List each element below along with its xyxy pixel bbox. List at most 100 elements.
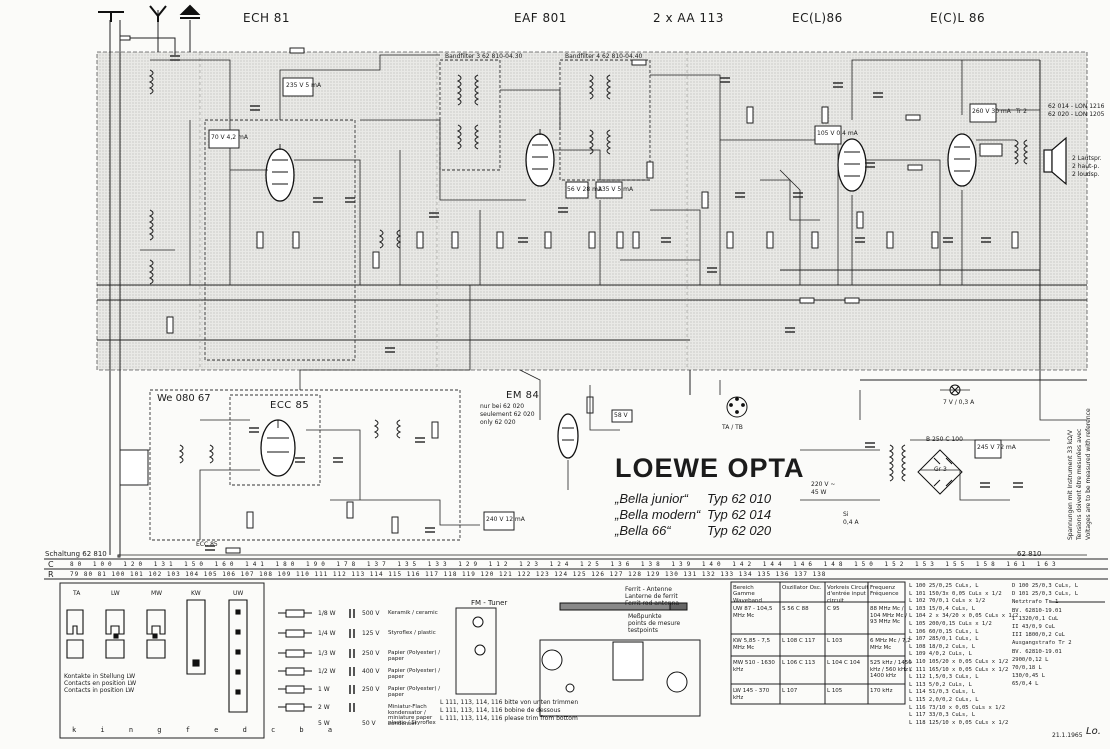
trafo-line-10: 70/0,18 L (1012, 665, 1042, 671)
lamp-label: 7 V / 0,3 A (943, 399, 975, 406)
coil-line-16: L 116 73/10 x 0,05 CuLs x 1/2 (909, 704, 1006, 711)
legend-watt-3: 1/2 W (318, 668, 336, 675)
coil-line-4: L 104 2 x 34/20 x 0,05 CuLs x 1/2 (909, 613, 1019, 620)
voltage-4: 235 V 5 mA (598, 186, 634, 193)
messpunkte-3: testpoints (628, 627, 658, 634)
loudspeakers-1: 2 Lautspr. (1072, 155, 1102, 162)
ferrit-2: Lanterne de ferrit (625, 593, 678, 600)
freq-cell-2-3: 525 kHz / 1450 kHz / 560 kHz / 1400 kHz (870, 660, 912, 680)
side-note-2: Tensions doivent être mesurées avec (1076, 428, 1083, 540)
coil-line-7: L 107 285/0,1 CuLs, L (909, 636, 979, 643)
shaded-chassis-mid (437, 52, 687, 370)
freq-header-3: Frequenz Fréquence (870, 585, 899, 598)
fuse-label: Si (843, 511, 849, 518)
speaker-out-1: 62 014 - LON 1216 (1048, 103, 1105, 110)
tube-ecl86-triode (837, 138, 867, 192)
voltage-7: 245 V 72 mA (977, 444, 1016, 451)
voltage-5: 260 V 30 mA (972, 108, 1011, 115)
freq-cell-1-1: L 108 C 117 (782, 638, 816, 644)
voltage-2: 70 V 4,2 mA (211, 134, 248, 141)
trafo-line-5: II 43/0,9 CuL (1012, 624, 1056, 630)
coil-line-6: L 106 60/0,15 CuLs, L (909, 628, 979, 635)
fm-tuner-label: FM - Tuner (471, 599, 508, 607)
legend-voltage-1: 125 V (362, 630, 380, 637)
ecc85-inline-label: ECC 85 (196, 541, 218, 548)
drawing-date: 21.1.1965 (1052, 732, 1083, 739)
bandfilter4-label: Bandfilter 4 62 810-04.40 (565, 53, 643, 60)
legend-voltage-6: 50 V (362, 720, 376, 727)
trafo-line-1: D 101 25/0,3 CuLs, L (1012, 591, 1079, 598)
freq-cell-3-0: LW 145 - 370 kHz (733, 688, 770, 701)
legend-desc-1: Styroflex / plastic (388, 630, 436, 636)
tube-ecl86-pentode (947, 133, 977, 187)
freq-cell-1-0: KW 5,85 - 7,5 MHz Mc (733, 638, 771, 651)
coil-line-0: L 100 25/0,25 CuLs, L (909, 583, 979, 589)
model-1-name: „Bella junior“ (615, 491, 688, 506)
freq-cell-2-0: MW 510 - 1630 kHz (733, 660, 775, 673)
tube-label-ecc85: ECC 85 (270, 400, 310, 411)
coil-line-8: L 108 18/0,2 CuLs, L (909, 643, 976, 650)
legend-voltage-3: 400 V (362, 668, 380, 675)
tube-em84 (557, 413, 579, 459)
side-note-3: Voltages are to be measured with referen… (1085, 408, 1092, 540)
voltage-9: 240 V 12 mA (486, 516, 525, 523)
tube-label-em84: EM 84 (506, 390, 540, 401)
legend-watt-2: 1/3 W (318, 650, 336, 657)
row-c-numbers: 80 100 120 131 150 160 141 180 190 178 1… (70, 561, 1060, 568)
coil-line-3: L 103 15/0,4 CuLs, L (909, 605, 976, 612)
ferrit-3: Ferrit rod antenna (625, 600, 680, 607)
legend-desc-5: Miniatur-Flach kondensator / miniature p… (388, 704, 433, 727)
switch-letters: k i n g f e d c b a (72, 726, 343, 734)
l111-note-1: L 111, 113, 114, 116 bitte von unten tri… (440, 699, 579, 706)
freq-cell-0-0: UW 87 - 104,5 MHz Mc (733, 606, 773, 619)
tube-label-ecl86-b: E(C)L 86 (930, 11, 986, 25)
freq-cell-0-1: S 56 C 88 (782, 606, 809, 612)
tr2-label: Tr 2 (1016, 108, 1027, 115)
shaded-chassis-right (687, 52, 1087, 370)
row-label-c: C (48, 560, 54, 569)
trafo-line-9: 2900/0,12 L (1012, 656, 1049, 663)
coil-line-11: L 111 165/10 x 0,05 CuLs x 1/2 (909, 666, 1009, 673)
freq-cell-3-3: 170 kHz (870, 688, 893, 694)
model-2-name: „Bella modern“ (615, 507, 701, 522)
shaded-chassis-left (97, 52, 437, 370)
tube-ecc85 (260, 419, 296, 477)
coil-line-13: L 113 5/0,2 CuLs, L (909, 681, 972, 688)
trafo-line-12: 65/0,4 L (1012, 681, 1039, 688)
switch-head-ta: TA (73, 590, 81, 597)
schaltung-right-label: 62 810 (1017, 550, 1042, 558)
legend-desc-6: plastic / Styroflex (388, 720, 436, 726)
row-r-numbers: 79 80 81 100 101 102 103 104 105 106 107… (70, 571, 827, 578)
brand-title: LOEWE OPTA (615, 453, 805, 483)
contacts-note-3: Contacts in position LW (64, 687, 135, 694)
model-3-type: Typ 62 020 (707, 523, 772, 538)
legend-watt-5: 2 W (318, 704, 330, 711)
legend-watt-4: 1 W (318, 686, 330, 693)
loudspeakers-3: 2 loudsp. (1072, 171, 1100, 178)
switch-head-mw: MW (151, 590, 163, 597)
coil-line-15: L 115 2,0/0,2 CuLs, L (909, 697, 979, 703)
trafo-line-8: BV. 62810-19.01 (1012, 648, 1062, 655)
freq-cell-3-2: L 105 (827, 688, 843, 694)
em84-note-1: nur bei 62 020 (480, 403, 525, 410)
trafo-line-3: BV. 62810-19.01 (1012, 607, 1062, 614)
fuse-rating: 0,4 A (843, 519, 859, 526)
messpunkte-2: points de mesure (628, 620, 681, 627)
bandfilter3-label: Bandfilter 3 62 810-04.30 (445, 53, 523, 60)
l111-note-2: L 111, 113, 114, 116 bobine de dessous (440, 707, 561, 714)
coil-line-10: L 110 105/20 x 0,05 CuLs x 1/2 (909, 659, 1009, 665)
coil-line-12: L 112 1,5/0,3 CuLs, L (909, 674, 979, 681)
trafo-line-7: Ausgangstrafo Tr 2 (1012, 640, 1072, 647)
voltage-8: 58 V (614, 412, 628, 419)
gr3-label: Gr 3 (934, 466, 947, 473)
trafo-line-4: I 1320/0,1 CuL (1012, 615, 1059, 622)
legend-desc-4: Papier (Polyester) / paper (388, 686, 441, 698)
tube-label-ech81: ECH 81 (243, 11, 291, 25)
voltage-3: 56 V 28 mA (567, 186, 603, 193)
row-label-r: R (48, 570, 54, 579)
model-3-name: „Bella 66“ (615, 523, 671, 538)
freq-header-1: Oszillator Osc. (782, 585, 822, 591)
tube-ech81 (265, 148, 295, 202)
tube-label-diodes: 2 x AA 113 (653, 11, 724, 25)
